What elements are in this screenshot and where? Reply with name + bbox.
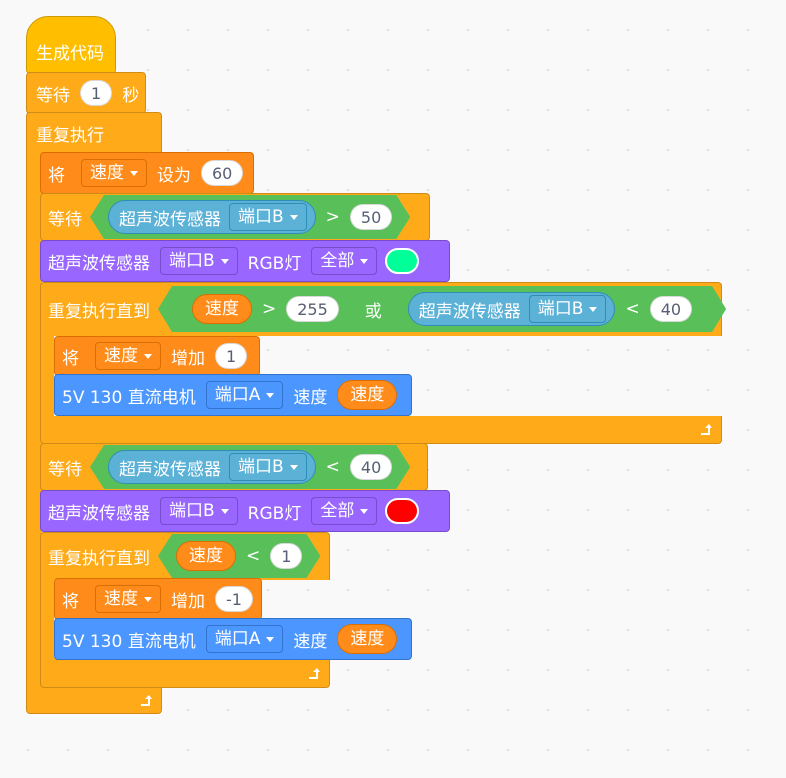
change-value-input[interactable]: 1 <box>215 343 248 369</box>
chevron-down-icon <box>266 636 275 642</box>
set-value-input[interactable]: 60 <box>201 160 244 186</box>
repeat-until-block-arm <box>40 578 54 662</box>
less-than-operator[interactable]: 超声波传感器 端口B < 40 <box>392 289 708 329</box>
led-selector-dropdown[interactable]: 全部 <box>311 497 378 525</box>
variable-dropdown[interactable]: 速度 <box>95 585 161 613</box>
operator-symbol: < <box>625 299 640 319</box>
color-picker-green[interactable] <box>385 248 420 274</box>
port-dropdown[interactable]: 端口B <box>160 497 238 525</box>
change-by-label: 增加 <box>171 591 205 612</box>
ultrasonic-distance-reporter[interactable]: 超声波传感器 端口B <box>108 450 316 484</box>
forever-block-bottom <box>26 686 162 714</box>
change-label: 将 <box>62 348 79 369</box>
when-generate-code-hat-block[interactable] <box>26 16 116 74</box>
forever-label: 重复执行 <box>36 125 104 146</box>
rgb-light-block[interactable] <box>40 490 450 532</box>
chevron-down-icon <box>266 392 275 398</box>
seconds-unit-label: 秒 <box>122 85 140 106</box>
or-operator[interactable]: 速度 > 255 或 超声波传感器 端口B < 40 <box>158 286 726 332</box>
repeat-until-block-bottom <box>40 658 330 688</box>
speed-variable-reporter[interactable]: 速度 <box>337 380 398 410</box>
motor-label: 5V 130 直流电机 <box>62 387 196 408</box>
chevron-down-icon <box>220 258 229 264</box>
greater-than-operator[interactable]: 超声波传感器 端口B > 50 <box>90 195 410 239</box>
or-label: 或 <box>364 301 382 322</box>
repeat-until-block-bottom <box>40 416 722 444</box>
wait-seconds-input[interactable]: 1 <box>80 80 113 106</box>
wait-until-label: 等待 <box>48 209 82 230</box>
rgb-label: RGB灯 <box>247 503 302 524</box>
variable-dropdown[interactable]: 速度 <box>95 342 161 370</box>
greater-than-operator[interactable]: 速度 > 255 <box>176 289 355 329</box>
port-dropdown[interactable]: 端口B <box>529 295 607 323</box>
operator-symbol: > <box>262 299 277 319</box>
less-than-operator[interactable]: 速度 < 1 <box>158 534 320 578</box>
speed-variable-reporter[interactable]: 速度 <box>176 541 236 571</box>
forever-block-arm <box>26 150 42 688</box>
chevron-down-icon <box>589 307 597 312</box>
chevron-down-icon <box>130 170 138 176</box>
speed-variable-reporter[interactable]: 速度 <box>337 624 398 654</box>
led-selector-dropdown[interactable]: 全部 <box>311 247 378 275</box>
operator-symbol: > <box>325 207 340 227</box>
change-by-label: 增加 <box>171 348 205 369</box>
compare-value-input[interactable]: 1 <box>270 543 302 569</box>
rgb-sensor-label: 超声波传感器 <box>48 253 150 274</box>
motor-speed-label: 速度 <box>293 387 328 408</box>
ultrasonic-distance-reporter[interactable]: 超声波传感器 端口B <box>408 292 616 326</box>
repeat-until-label: 重复执行直到 <box>48 301 150 322</box>
ultrasonic-distance-reporter[interactable]: 超声波传感器 端口B <box>108 200 316 234</box>
loop-arrow-icon <box>309 668 320 679</box>
rgb-label: RGB灯 <box>247 253 302 274</box>
port-dropdown[interactable]: 端口B <box>229 203 307 231</box>
less-than-operator[interactable]: 超声波传感器 端口B < 40 <box>90 445 410 489</box>
chevron-down-icon <box>144 353 152 359</box>
chevron-down-icon <box>360 258 369 264</box>
chevron-down-icon <box>220 508 229 514</box>
operator-symbol: < <box>246 546 261 566</box>
repeat-until-label: 重复执行直到 <box>48 548 150 569</box>
change-label: 将 <box>62 591 79 612</box>
operator-symbol: < <box>325 457 340 477</box>
color-picker-red[interactable] <box>385 498 420 524</box>
hat-label: 生成代码 <box>36 43 104 64</box>
motor-label: 5V 130 直流电机 <box>62 631 196 652</box>
port-dropdown[interactable]: 端口B <box>229 453 307 481</box>
port-dropdown[interactable]: 端口A <box>205 381 284 409</box>
port-dropdown[interactable]: 端口A <box>205 625 284 653</box>
chevron-down-icon <box>290 465 298 470</box>
loop-arrow-icon <box>141 695 152 706</box>
wait-until-label: 等待 <box>48 459 82 480</box>
chevron-down-icon <box>290 215 298 220</box>
rgb-sensor-label: 超声波传感器 <box>48 503 150 524</box>
chevron-down-icon <box>360 508 369 514</box>
motor-speed-label: 速度 <box>293 631 328 652</box>
compare-value-input[interactable]: 255 <box>286 296 339 322</box>
compare-value-input[interactable]: 40 <box>650 296 692 322</box>
change-value-input[interactable]: -1 <box>215 586 253 612</box>
wait-label: 等待 <box>36 85 70 106</box>
port-dropdown[interactable]: 端口B <box>160 247 238 275</box>
compare-value-input[interactable]: 40 <box>350 454 392 480</box>
speed-variable-reporter[interactable]: 速度 <box>192 294 252 324</box>
set-to-label: 设为 <box>157 165 191 186</box>
repeat-until-block-arm <box>40 334 54 420</box>
compare-value-input[interactable]: 50 <box>350 204 392 230</box>
loop-arrow-icon <box>701 424 712 435</box>
chevron-down-icon <box>144 596 152 602</box>
variable-dropdown[interactable]: 速度 <box>81 159 147 187</box>
set-label: 将 <box>48 165 65 186</box>
rgb-light-block[interactable] <box>40 240 450 282</box>
forever-block-top[interactable] <box>26 112 162 154</box>
